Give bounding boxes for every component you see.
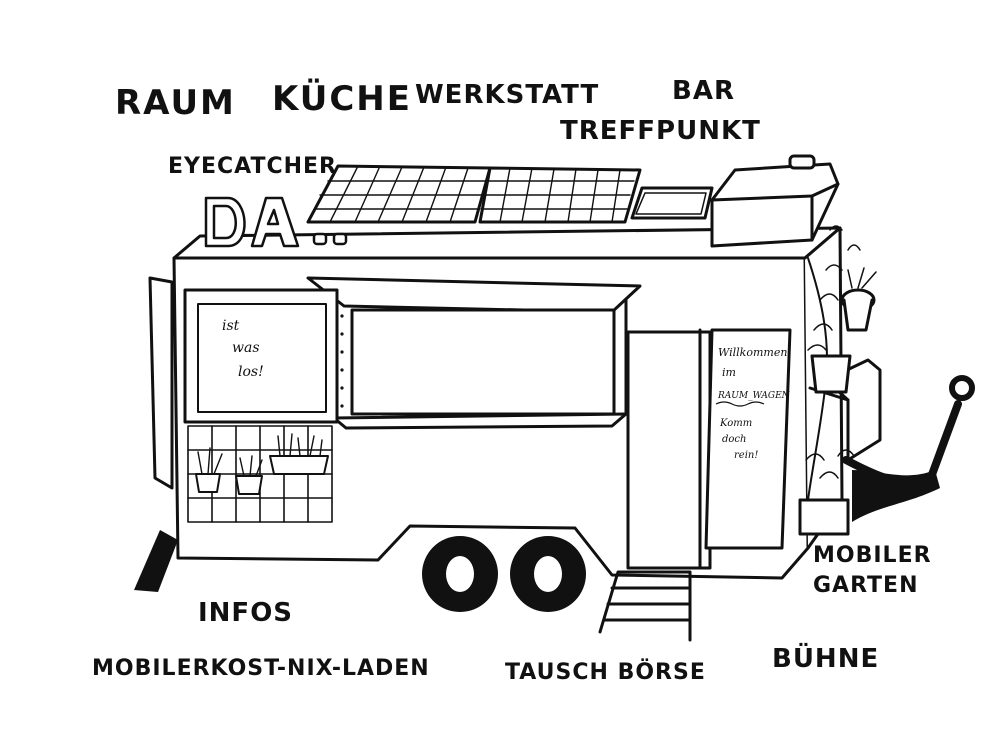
label-mobiler: MOBILER [813, 543, 932, 568]
serving-window [350, 308, 616, 416]
tow-hitch [842, 400, 962, 487]
da-sign [204, 196, 348, 248]
label-raum: RAUM [115, 83, 236, 123]
chalkboard-left-text: ist was los! [222, 318, 264, 380]
label-tauschboerse: TAUSCH BÖRSE [505, 660, 706, 685]
label-kueche: KÜCHE [272, 79, 412, 119]
chalkboard-left [183, 288, 339, 424]
label-garten: GARTEN [813, 573, 919, 598]
label-infos: INFOS [198, 598, 294, 628]
label-bar: BAR [672, 76, 735, 106]
board-left-line3: los! [238, 364, 264, 380]
solar-grid [314, 165, 635, 223]
label-buehne: BÜHNE [772, 644, 880, 674]
hitch-ring [949, 375, 975, 401]
board-left-line2: was [232, 340, 260, 356]
board-door-line6: rein! [734, 450, 758, 461]
roof-hatch [630, 186, 714, 220]
label-eyecatcher: EYECATCHER [168, 154, 337, 179]
board-door-line4: Komm [719, 418, 752, 429]
herb-pots [195, 433, 329, 495]
entry-steps [598, 570, 692, 642]
door-board [704, 328, 792, 550]
door [626, 330, 712, 570]
label-treffpunkt: TREFFPUNKT [560, 116, 761, 146]
window-sill [332, 412, 628, 430]
board-door-line1: Willkommen [718, 346, 787, 359]
ground-shadow-left [134, 530, 178, 592]
back-flap [148, 276, 174, 490]
board-left-line1: ist [222, 318, 240, 334]
board-door-line2: im [722, 366, 736, 379]
door-board-text: Willkommen im RAUM_WAGEN Komm doch rein! [715, 346, 791, 461]
label-werkstatt: WERKSTATT [415, 80, 600, 110]
label-kost-nix-laden: MOBILERKOST-NIX-LADEN [92, 656, 430, 681]
wheels [422, 536, 586, 612]
board-door-line5: doch [722, 434, 746, 445]
mobile-garden [798, 225, 882, 536]
board-door-line3: RAUM_WAGEN [717, 391, 791, 401]
